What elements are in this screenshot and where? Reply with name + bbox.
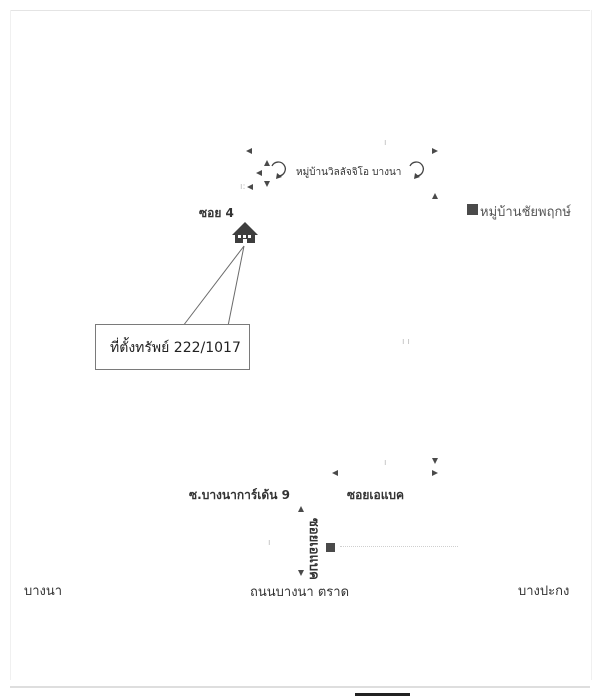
faint-road-mark: ı [384,138,387,148]
direction-arrow-icon [432,458,438,464]
callout-leader-line [227,245,245,327]
faint-road-mark: ı [384,458,387,468]
faint-landmark-text [340,546,458,549]
square-marker-icon [326,543,335,552]
map-top-border [10,10,590,11]
scan-edge-mark [355,693,410,696]
house-icon [232,222,258,243]
roundabout-icon [409,161,424,179]
map-bottom-border [10,686,590,688]
direction-arrow-icon [298,506,304,512]
property-callout: ที่ตั้งทรัพย์ 222/1017 [95,324,250,370]
map-left-border [10,10,11,680]
label-bangna: บางนา [24,584,63,599]
label-soi-abac-vertical: ซอยเอแบค [306,518,321,580]
faint-road-mark: ı [268,538,271,548]
callout-leader-line [182,245,245,327]
direction-arrow-icon [246,148,252,154]
direction-arrow-icon [256,170,262,176]
label-village-villaggio: หมู่บ้านวิลลัจจิโอ บางนา [296,167,402,178]
label-village-chaiyaphruek: หมู่บ้านชัยพฤกษ์ [480,205,571,220]
roundabout-icon [271,161,286,179]
faint-road-mark: ı ı [402,337,410,347]
label-bangna-trat-road: ถนนบางนา ตราด [250,585,350,600]
direction-arrow-icon [264,181,270,187]
direction-arrow-icon [264,160,270,166]
direction-arrow-icon [298,570,304,576]
label-bang-pakong: บางปะกง [518,584,570,599]
direction-arrow-icon [332,470,338,476]
label-property: ที่ตั้งทรัพย์ 222/1017 [110,340,241,356]
square-marker-icon [467,204,478,215]
label-soi-4: ซอย 4 [199,206,234,220]
label-soi-bangna-garden-9: ซ.บางนาการ์เด้น 9 [189,488,290,502]
direction-arrow-icon [432,193,438,199]
direction-arrow-icon [247,184,253,190]
direction-arrow-icon [432,470,438,476]
direction-arrow-icon [432,148,438,154]
faint-road-mark: ı: [240,182,246,192]
label-soi-abac: ซอยเอแบค [347,488,405,502]
map-right-border [591,10,592,680]
